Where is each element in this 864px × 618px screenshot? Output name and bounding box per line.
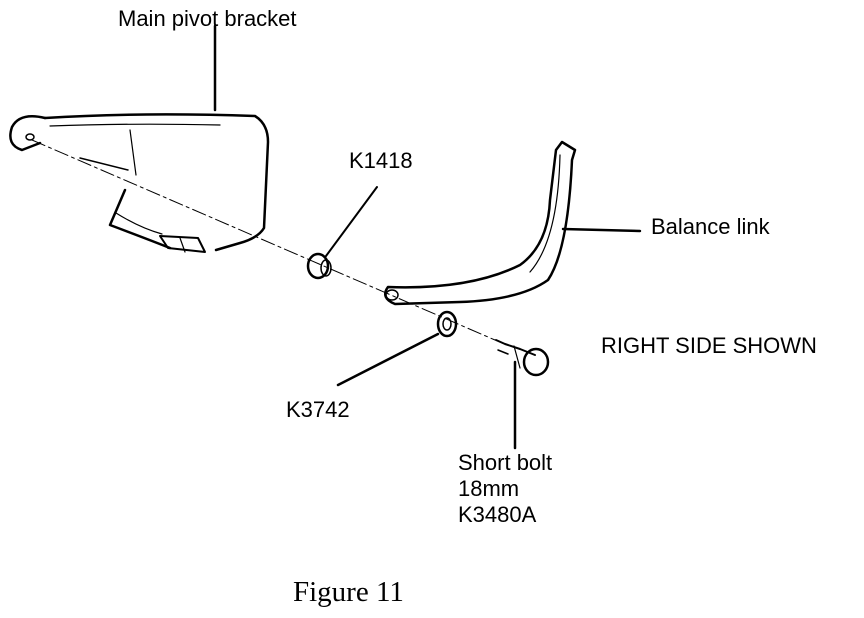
label-balance-link: Balance link	[651, 214, 770, 239]
main-pivot-bracket-part	[9, 24, 270, 253]
figure-caption: Figure 11	[293, 576, 404, 608]
k3742-washer-part	[336, 310, 458, 387]
label-short-bolt: Short bolt 18mm K3480A	[458, 450, 552, 528]
label-k3742: K3742	[286, 397, 350, 422]
short-bolt-part	[495, 339, 550, 450]
label-short-bolt-line-1: Short bolt	[458, 450, 553, 475]
alignment-axis	[31, 139, 496, 341]
label-short-bolt-line-2: 18mm	[458, 476, 520, 501]
balance-link-part	[383, 140, 642, 306]
k1418-part	[306, 186, 378, 280]
label-short-bolt-line-3: K3480A	[458, 502, 537, 527]
label-right-side-shown: RIGHT SIDE SHOWN	[601, 333, 817, 358]
label-k1418: K1418	[349, 148, 413, 173]
label-main-pivot-bracket: Main pivot bracket	[118, 6, 297, 31]
